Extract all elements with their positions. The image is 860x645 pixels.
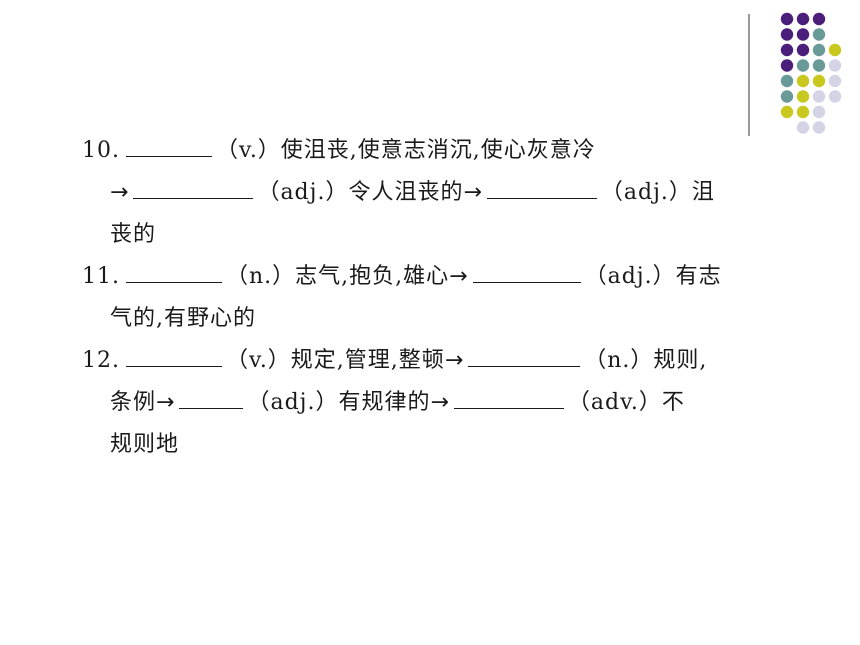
arrow-icon: → [449,264,469,289]
item-11-line-2: 气的,有野心的 [82,298,792,340]
decorative-divider-line [748,14,750,136]
definition-text: 条例 [110,390,157,415]
decorative-dot [796,59,810,72]
definition-text: 丧的 [110,222,157,247]
definition-text: （adj.）沮 [600,180,715,205]
decorative-dot [780,74,794,88]
item-11-line-1: 11. （n.）志气,抱负,雄心→ （adj.）有志 [82,256,792,298]
decorative-dot [812,12,826,26]
definition-text: 气的,有野心的 [110,306,256,331]
item-10-line-1: 10. （v.）使沮丧,使意志消沉,使心灰意冷 [82,130,792,172]
decorative-dot [812,90,826,103]
decorative-dot [796,28,810,41]
answer-blank[interactable] [126,258,222,283]
definition-text: （adv.）不 [567,390,685,415]
answer-blank[interactable] [179,384,244,409]
decorative-dot-grid [780,12,842,134]
definition-text: （v.）使沮丧,使意志消沉,使心灰意冷 [216,138,596,163]
decorative-dot [812,28,826,41]
decorative-dot [828,59,842,72]
arrow-icon: → [430,390,450,415]
item-number: 11. [82,264,120,289]
definition-text: （adj.）令人沮丧的 [257,180,464,205]
decorative-dot [796,74,810,88]
answer-blank[interactable] [126,342,222,367]
decorative-dot [812,59,826,72]
answer-blank[interactable] [472,258,581,283]
vocabulary-exercise: 10.（v.）使沮丧,使意志消沉,使心灰意冷 →（adj.）令人沮丧的→（adj… [82,130,792,466]
decorative-dot [812,43,826,57]
item-number: 12. [82,348,120,373]
decorative-dot [796,105,810,119]
item-10-line-3: 丧的 [82,214,792,256]
decorative-dot [780,90,794,103]
item-12-line-3: 规则地 [82,424,792,466]
decorative-dot [828,74,842,88]
answer-blank[interactable] [453,384,564,409]
answer-blank[interactable] [468,342,581,367]
arrow-icon: → [110,180,130,205]
decorative-dot [828,43,842,57]
decorative-dot [812,74,826,88]
arrow-icon: → [156,390,176,415]
decorative-dot [780,105,794,119]
item-12-line-1: 12. （v.）规定,管理,整顿→ （n.）规则, [82,340,792,382]
decorative-dot [812,121,826,134]
answer-blank[interactable] [126,132,212,157]
decorative-dot [796,121,810,134]
decorative-dot [812,105,826,119]
answer-blank[interactable] [133,174,254,199]
definition-text: （adj.）有规律的 [247,390,431,415]
item-12-line-2: 条例→（adj.）有规律的→（adv.）不 [82,382,792,424]
definition-text: （v.）规定,管理,整顿 [226,348,445,373]
decorative-dot [796,12,810,26]
decorative-dot [780,43,794,57]
definition-text: （adj.）有志 [584,264,722,289]
decorative-dot [780,12,794,26]
definition-text: （n.）规则, [584,348,708,373]
decorative-dot [780,28,794,41]
decorative-dot [828,90,842,103]
item-10-line-2: →（adj.）令人沮丧的→（adj.）沮 [82,172,792,214]
arrow-icon: → [463,180,483,205]
decorative-dot [796,90,810,103]
decorative-dot [780,59,794,72]
decorative-dot [796,43,810,57]
item-number: 10. [82,138,120,163]
definition-text: 规则地 [110,432,180,457]
arrow-icon: → [444,348,465,373]
answer-blank[interactable] [486,174,597,199]
definition-text: （n.）志气,抱负,雄心 [226,264,450,289]
